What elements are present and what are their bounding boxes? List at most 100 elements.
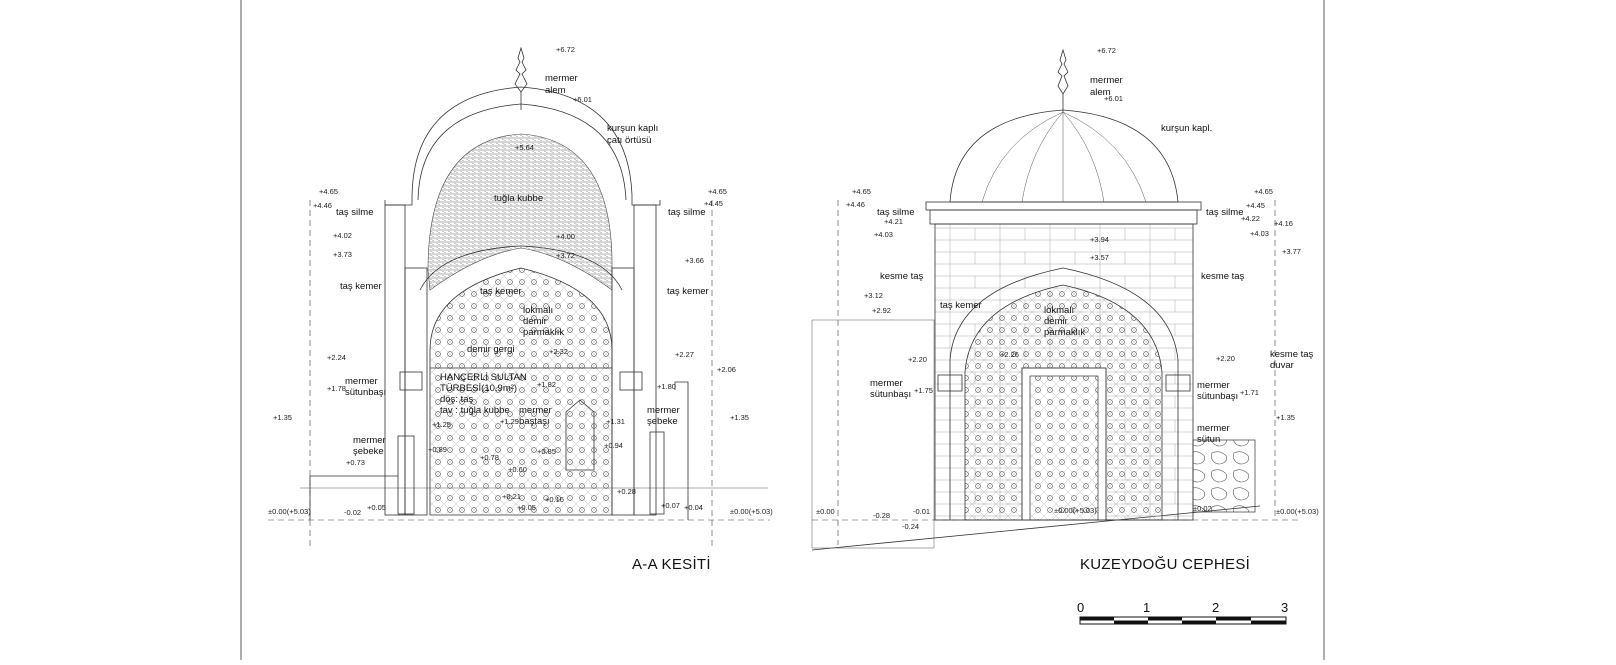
elev-mark: +1.80 — [657, 382, 676, 391]
elev-mark: +2.20 — [908, 355, 927, 364]
elev-mark: ±0.02 — [1193, 504, 1212, 513]
elev-mark: +3.94 — [1090, 235, 1109, 244]
scale-bar-segment — [1080, 617, 1114, 621]
elev-mark: +5.64 — [515, 143, 534, 152]
elevation-label-cornice-right: taş silme — [1206, 207, 1243, 218]
elev-mark: +0.89 — [428, 445, 447, 454]
elevation-label-cornice-left: taş silme — [877, 207, 914, 218]
section-side-wall-right — [674, 381, 689, 520]
section-capital-right — [619, 371, 643, 391]
section-wall-left-outer — [384, 204, 406, 516]
section-label-dome: tuğla kubbe — [494, 193, 543, 204]
section-stone-arch — [419, 245, 623, 291]
section-capital-left — [399, 371, 423, 391]
elev-mark: +4.65 — [319, 187, 338, 196]
elevation-dome-ribs — [981, 111, 1147, 203]
elev-mark: +2.24 — [327, 353, 346, 362]
elev-mark: +3.72 — [556, 251, 575, 260]
elev-mark: +0.07 — [661, 501, 680, 510]
section-screen-left — [397, 435, 415, 515]
elev-mark: +0.21 — [502, 492, 521, 501]
elev-mark: +4.03 — [1250, 229, 1269, 238]
elevation-label-arch: taş kemer — [940, 300, 982, 311]
elevation-label-cut-stone-right: kesme taş — [1201, 271, 1245, 282]
elevation-door-grille — [1029, 375, 1099, 521]
elev-mark: -0.24 — [902, 522, 919, 531]
scale-bar-segment — [1216, 617, 1251, 621]
elev-mark: +6.01 — [573, 95, 592, 104]
elev-mark: +6.01 — [1104, 94, 1123, 103]
elev-mark: +4.45 — [1246, 201, 1265, 210]
elevation-drawing — [811, 48, 1300, 551]
section-drawing — [268, 46, 770, 550]
elev-mark: ±0.00(+5.03) — [1276, 507, 1319, 516]
section-side-step-left — [309, 475, 398, 520]
scale-bar-segment — [1148, 617, 1182, 621]
elev-mark: +0.16 — [545, 495, 564, 504]
section-dome-outer — [384, 86, 661, 206]
elev-mark: -0.02 — [344, 508, 361, 517]
elev-mark: +0.85 — [537, 447, 556, 456]
elev-mark: +0.28 — [617, 487, 636, 496]
elev-mark: ±0.00(+5.03) — [1054, 506, 1097, 515]
section-finial — [514, 46, 528, 93]
scale-tick-3: 3 — [1281, 600, 1288, 615]
elev-mark: +1.35 — [273, 413, 292, 422]
elevation-view-elevations: +6.72 +6.01 +4.65 +4.46 +4.21 +4.03 +4.6… — [816, 46, 1319, 531]
elev-mark: +1.25 — [432, 420, 451, 429]
section-label-arch-center: taş kemer — [480, 286, 522, 297]
elev-mark: ±0.00(+5.03) — [268, 507, 311, 516]
elev-mark: +0.94 — [604, 441, 623, 450]
elev-mark: +1.35 — [1276, 413, 1295, 422]
elevation-capital-left — [937, 374, 963, 392]
section-label-tie-rod: demir gergi — [467, 344, 515, 355]
elev-mark: +1.82 — [537, 380, 556, 389]
elev-mark: +1.71 — [1240, 388, 1259, 397]
elev-mark: +6.72 — [1097, 46, 1116, 55]
section-headstone — [565, 399, 595, 471]
scale-bar-segment — [1251, 620, 1286, 624]
section-label-cornice-left: taş silme — [336, 207, 373, 218]
scale-bar: 0 1 2 3 — [1077, 600, 1288, 625]
elev-mark: +0.73 — [346, 458, 365, 467]
scale-tick-2: 2 — [1212, 600, 1219, 615]
elev-mark: +4.46 — [846, 200, 865, 209]
elev-mark: +2.27 — [675, 350, 694, 359]
elev-mark: +0.04 — [684, 503, 703, 512]
elev-mark: +4.65 — [852, 187, 871, 196]
section-label-arch-left: taş kemer — [340, 281, 382, 292]
elev-mark: ±0.00 — [816, 507, 835, 516]
scale-bar-segment — [1182, 620, 1216, 624]
elev-mark: +0.60 — [508, 465, 527, 474]
elevation-lead-dome — [949, 109, 1179, 203]
section-wall-left — [404, 267, 428, 516]
scale-tick-1: 1 — [1143, 600, 1150, 615]
section-screen-right — [649, 431, 665, 515]
elev-mark: +4.03 — [874, 230, 893, 239]
elevation-cornice-band — [929, 209, 1198, 225]
section-elevations: +6.72 +6.01 +5.64 +4.65 +4.46 +4.65 +4.4… — [268, 45, 773, 517]
elev-mark: +4.45 — [704, 199, 723, 208]
elev-mark: +2.26 — [1000, 350, 1019, 359]
elev-mark: +0.05 — [367, 503, 386, 512]
elev-mark: ±0.00(+5.03) — [730, 507, 773, 516]
elev-mark: +1.31 — [606, 417, 625, 426]
elev-mark: +4.21 — [884, 217, 903, 226]
elev-mark: +3.77 — [1282, 247, 1301, 256]
elevation-label-roof: kurşun kapl. — [1161, 123, 1212, 134]
elev-mark: +1.29 — [500, 417, 519, 426]
elevation-cornice — [925, 201, 1202, 211]
elevation-rubble-wall — [1192, 439, 1256, 513]
elevation-arch-outer — [949, 267, 1179, 520]
